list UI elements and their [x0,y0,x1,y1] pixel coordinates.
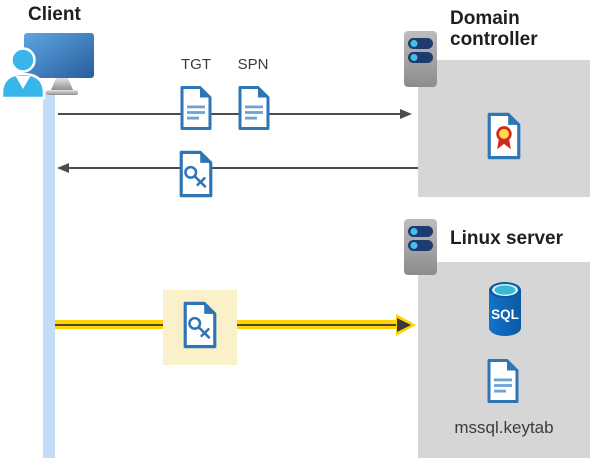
client-computer-user-icon [0,33,94,100]
spn-label: SPN [237,56,269,73]
user-icon [0,47,46,100]
request-arrow-head [400,109,412,119]
response-arrow-head [57,163,69,173]
client-lifeline [43,91,55,458]
domain-controller-label: Domain controller [450,8,538,50]
domain-controller-server-icon [404,31,437,87]
sql-badge-text: SQL [491,307,519,322]
spn-document-icon [238,86,270,130]
keytab-document-icon [487,359,519,403]
linux-server-server-icon [404,219,437,275]
ticket-key-document-icon [179,150,213,198]
service-ticket-arrow-head [397,317,411,332]
request-arrow-line [58,113,402,115]
tgt-label: TGT [181,56,211,73]
highlighted-key-document-icon [183,301,217,349]
certificate-icon [487,112,521,160]
tgt-document-icon [180,86,212,130]
client-label: Client [28,4,81,25]
linux-server-label: Linux server [450,228,563,249]
response-arrow-line [68,167,418,169]
sql-database-icon: SQL [489,282,521,336]
monitor-icon [24,33,94,95]
keytab-label: mssql.keytab [454,418,554,437]
